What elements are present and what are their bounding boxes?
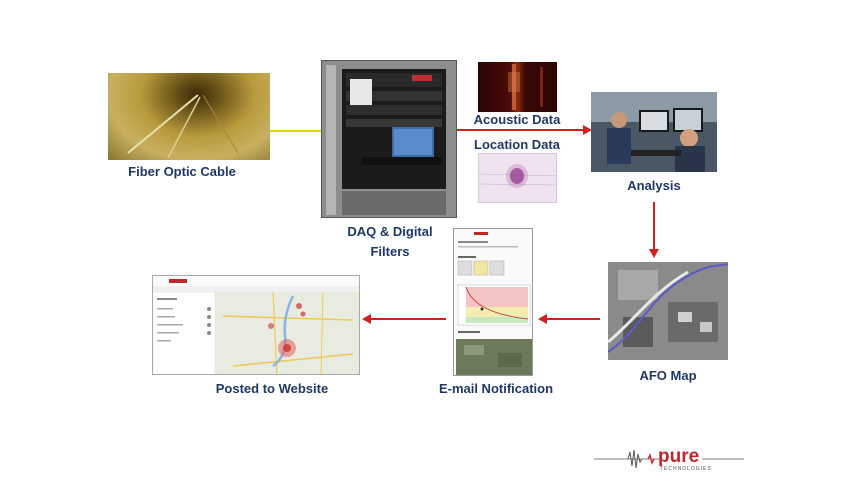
daq-cabinet-drawing bbox=[322, 61, 456, 217]
analysis-to-afo-arrow-head bbox=[649, 249, 659, 258]
website-screenshot-image bbox=[152, 275, 360, 375]
email-to-website-arrow-line bbox=[370, 318, 446, 320]
acoustic-data-image bbox=[478, 62, 557, 112]
analysis-to-afo-arrow-line bbox=[653, 202, 655, 250]
acoustic-spectrogram bbox=[508, 64, 543, 110]
email-screenshot-drawing bbox=[454, 229, 532, 375]
fiber-optic-cable-photo bbox=[108, 73, 270, 160]
fiber-optic-cable-label: Fiber Optic Cable bbox=[128, 164, 236, 179]
location-data-label: Location Data bbox=[474, 137, 560, 152]
analysis-photo bbox=[591, 92, 717, 172]
afo-aerial-map bbox=[608, 262, 728, 360]
pure-technologies-logo: pure TECHNOLOGIES bbox=[594, 444, 744, 476]
afo-to-email-arrow-line bbox=[546, 318, 600, 320]
logo-sub-text: TECHNOLOGIES bbox=[660, 466, 712, 472]
daq-to-analysis-arrow-head bbox=[583, 125, 592, 135]
daq-cabinet-photo bbox=[321, 60, 457, 218]
daq-digital-filters-label: DAQ & Digital Filters bbox=[347, 224, 433, 259]
logo-waveform-icon bbox=[594, 449, 744, 469]
posted-to-website-label: Posted to Website bbox=[215, 381, 329, 396]
location-heatmap bbox=[479, 164, 556, 188]
daq-to-analysis-arrow-line bbox=[457, 129, 585, 131]
email-notification-image bbox=[453, 228, 533, 376]
fiber-cable-drawing bbox=[127, 94, 239, 159]
afo-map-label: AFO Map bbox=[639, 368, 697, 383]
afo-to-email-arrow-head bbox=[538, 314, 547, 324]
email-notification-label: E-mail Notification bbox=[438, 381, 554, 396]
fiber-to-daq-connector bbox=[270, 130, 322, 132]
location-data-image bbox=[478, 153, 557, 203]
acoustic-data-label: Acoustic Data bbox=[473, 112, 561, 127]
analysis-scene bbox=[591, 92, 717, 172]
website-screenshot-drawing bbox=[153, 276, 359, 374]
analysis-label: Analysis bbox=[627, 178, 681, 193]
logo-brand-text: pure bbox=[658, 446, 700, 467]
afo-map-image bbox=[608, 262, 728, 360]
email-to-website-arrow-head bbox=[362, 314, 371, 324]
